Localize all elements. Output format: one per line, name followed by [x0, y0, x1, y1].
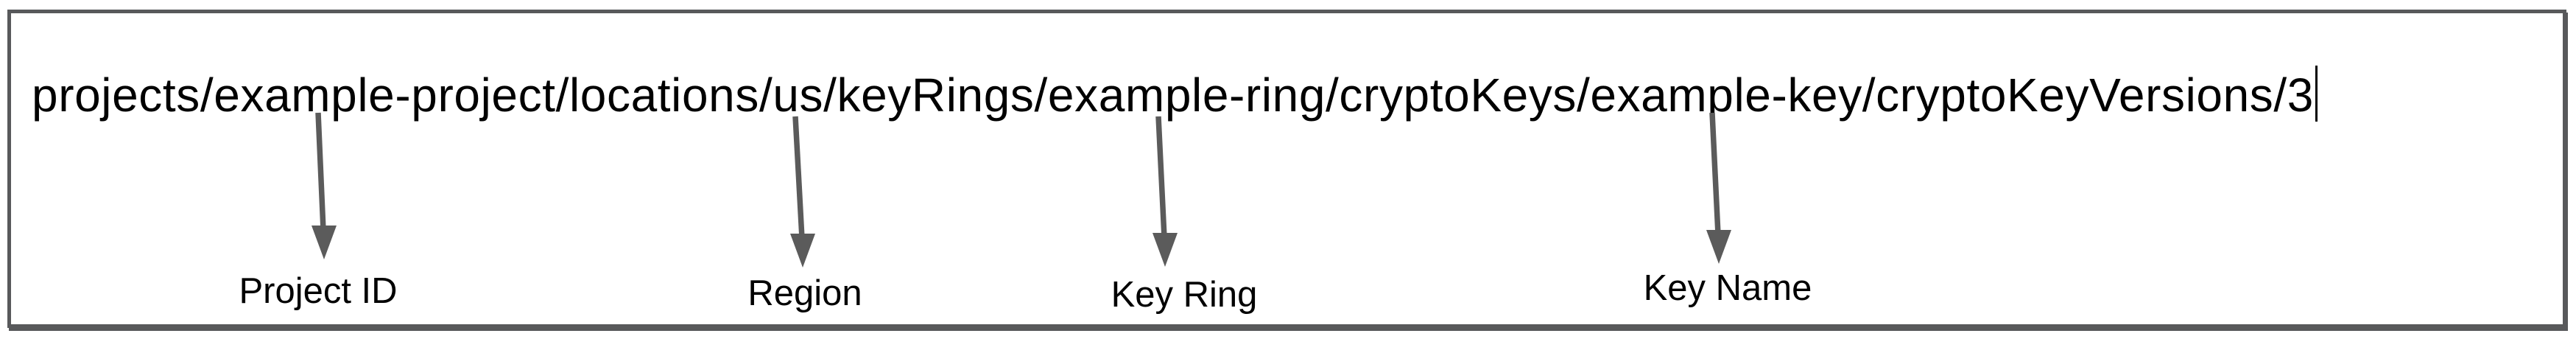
- resource-path-box: projects/example-project/locations/us/ke…: [7, 10, 2566, 328]
- text-cursor: [2315, 66, 2318, 122]
- annotation-label-region: Region: [747, 273, 862, 313]
- annotation-label-project-id: Project ID: [239, 271, 398, 311]
- annotation-label-key-ring: Key Ring: [1111, 275, 1258, 315]
- resource-path-text[interactable]: projects/example-project/locations/us/ke…: [32, 66, 2318, 122]
- annotation-label-key-name: Key Name: [1643, 268, 1812, 308]
